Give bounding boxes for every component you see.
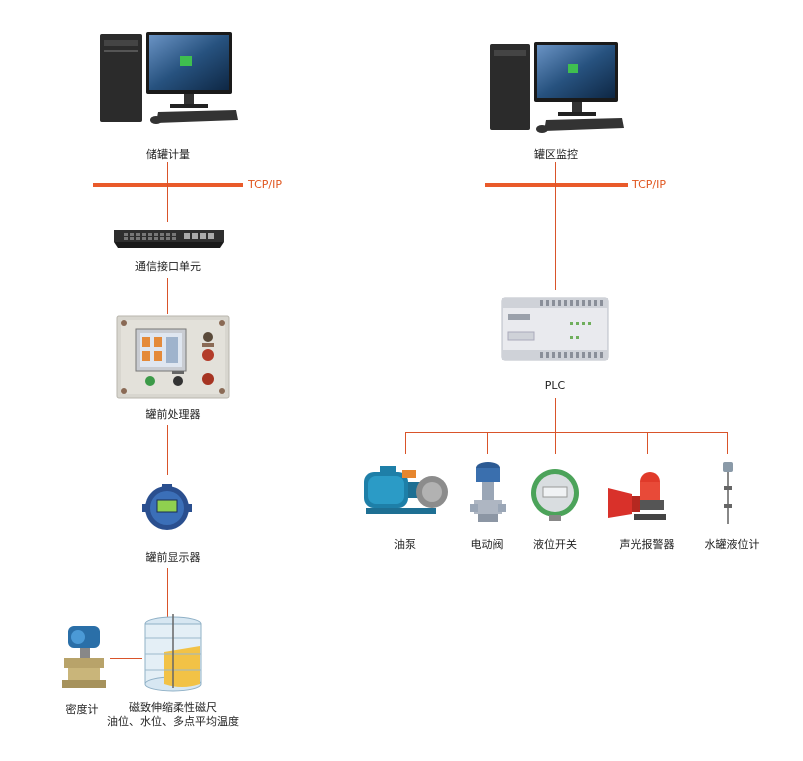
- magnet-label-2: 油位、水位、多点平均温度: [107, 715, 239, 728]
- density-meter-icon: [62, 626, 106, 688]
- left-connector-4: [167, 568, 168, 618]
- sound-light-alarm-icon: [608, 472, 666, 520]
- left-pc-label: 储罐计量: [146, 148, 190, 161]
- device-label-level-switch: 液位开关: [533, 538, 577, 551]
- right-connector-1: [555, 162, 556, 290]
- device-drop-4: [647, 432, 648, 454]
- plc-label: PLC: [544, 379, 566, 392]
- water-level-gauge-icon: [723, 462, 733, 524]
- tank-display-icon: [142, 484, 192, 530]
- device-drop-1: [405, 432, 406, 454]
- level-switch-icon: [531, 469, 579, 521]
- left-tcp-bus-line: [93, 183, 243, 187]
- left-connector-1: [167, 162, 168, 222]
- plc-icon: [501, 297, 609, 361]
- oil-pump-icon: [364, 466, 448, 514]
- left-connector-2: [167, 278, 168, 314]
- device-label-water-gauge: 水罐液位计: [704, 538, 760, 551]
- device-label-alarm: 声光报警器: [619, 538, 675, 551]
- device-drop-2: [487, 432, 488, 454]
- device-drop-3: [555, 432, 556, 454]
- device-label-electric-valve: 电动阀: [470, 538, 504, 551]
- right-pc-label: 罐区监控: [534, 148, 578, 161]
- network-switch-icon: [114, 230, 224, 248]
- density-link-line: [110, 658, 142, 659]
- right-tcp-bus-line: [485, 183, 628, 187]
- density-label: 密度计: [65, 703, 99, 716]
- right-computer-icon: [490, 42, 624, 133]
- processor-label: 罐前处理器: [145, 408, 201, 421]
- right-tcp-label: TCP/IP: [632, 178, 666, 191]
- left-connector-3: [167, 425, 168, 475]
- left-computer-icon: [100, 32, 238, 124]
- magnet-label-1: 磁致伸缩柔性磁尺: [129, 701, 217, 714]
- magnetostrictive-tank-icon: [144, 614, 202, 692]
- switch-label: 通信接口单元: [135, 260, 201, 273]
- device-bus-line: [405, 432, 728, 433]
- device-label-oil-pump: 油泵: [394, 538, 416, 551]
- left-tcp-label: TCP/IP: [248, 178, 282, 191]
- processor-cabinet-icon: [116, 315, 230, 399]
- electric-valve-icon: [470, 462, 506, 522]
- display-label: 罐前显示器: [145, 551, 201, 564]
- right-connector-2: [555, 398, 556, 432]
- device-drop-5: [727, 432, 728, 454]
